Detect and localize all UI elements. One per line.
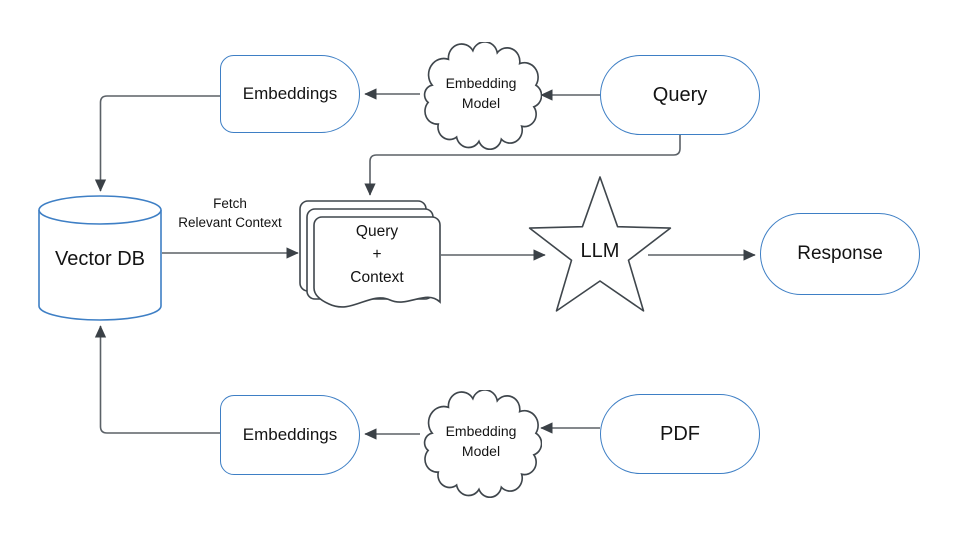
fetch-relevant-context-label: Fetch Relevant Context [178,196,282,230]
arrow-embeddings-top-to-vector-db [94,95,220,192]
pdf-label: PDF [660,422,700,445]
embeddings-bottom-label: Embeddings [242,425,338,444]
arrow-query-to-query-context [364,135,681,196]
embeddings-top-label: Embeddings [242,84,338,103]
response-label: Response [797,243,883,264]
node-response: Response [760,213,920,295]
node-embeddings-top: Embeddings [220,55,360,133]
node-embeddings-bottom: Embeddings [220,395,360,475]
vector-db-cylinder-icon [38,195,162,321]
embedding-model-cloud-bottom-icon [423,390,542,498]
node-query: Query [600,55,760,135]
arrow-embeddings-bottom-to-vector-db [94,325,220,434]
embedding-model-cloud-top-icon [423,42,542,150]
llm-star-icon [528,176,672,312]
node-pdf: PDF [600,394,760,474]
query-context-document-icon [299,200,441,308]
query-label: Query [652,83,708,106]
